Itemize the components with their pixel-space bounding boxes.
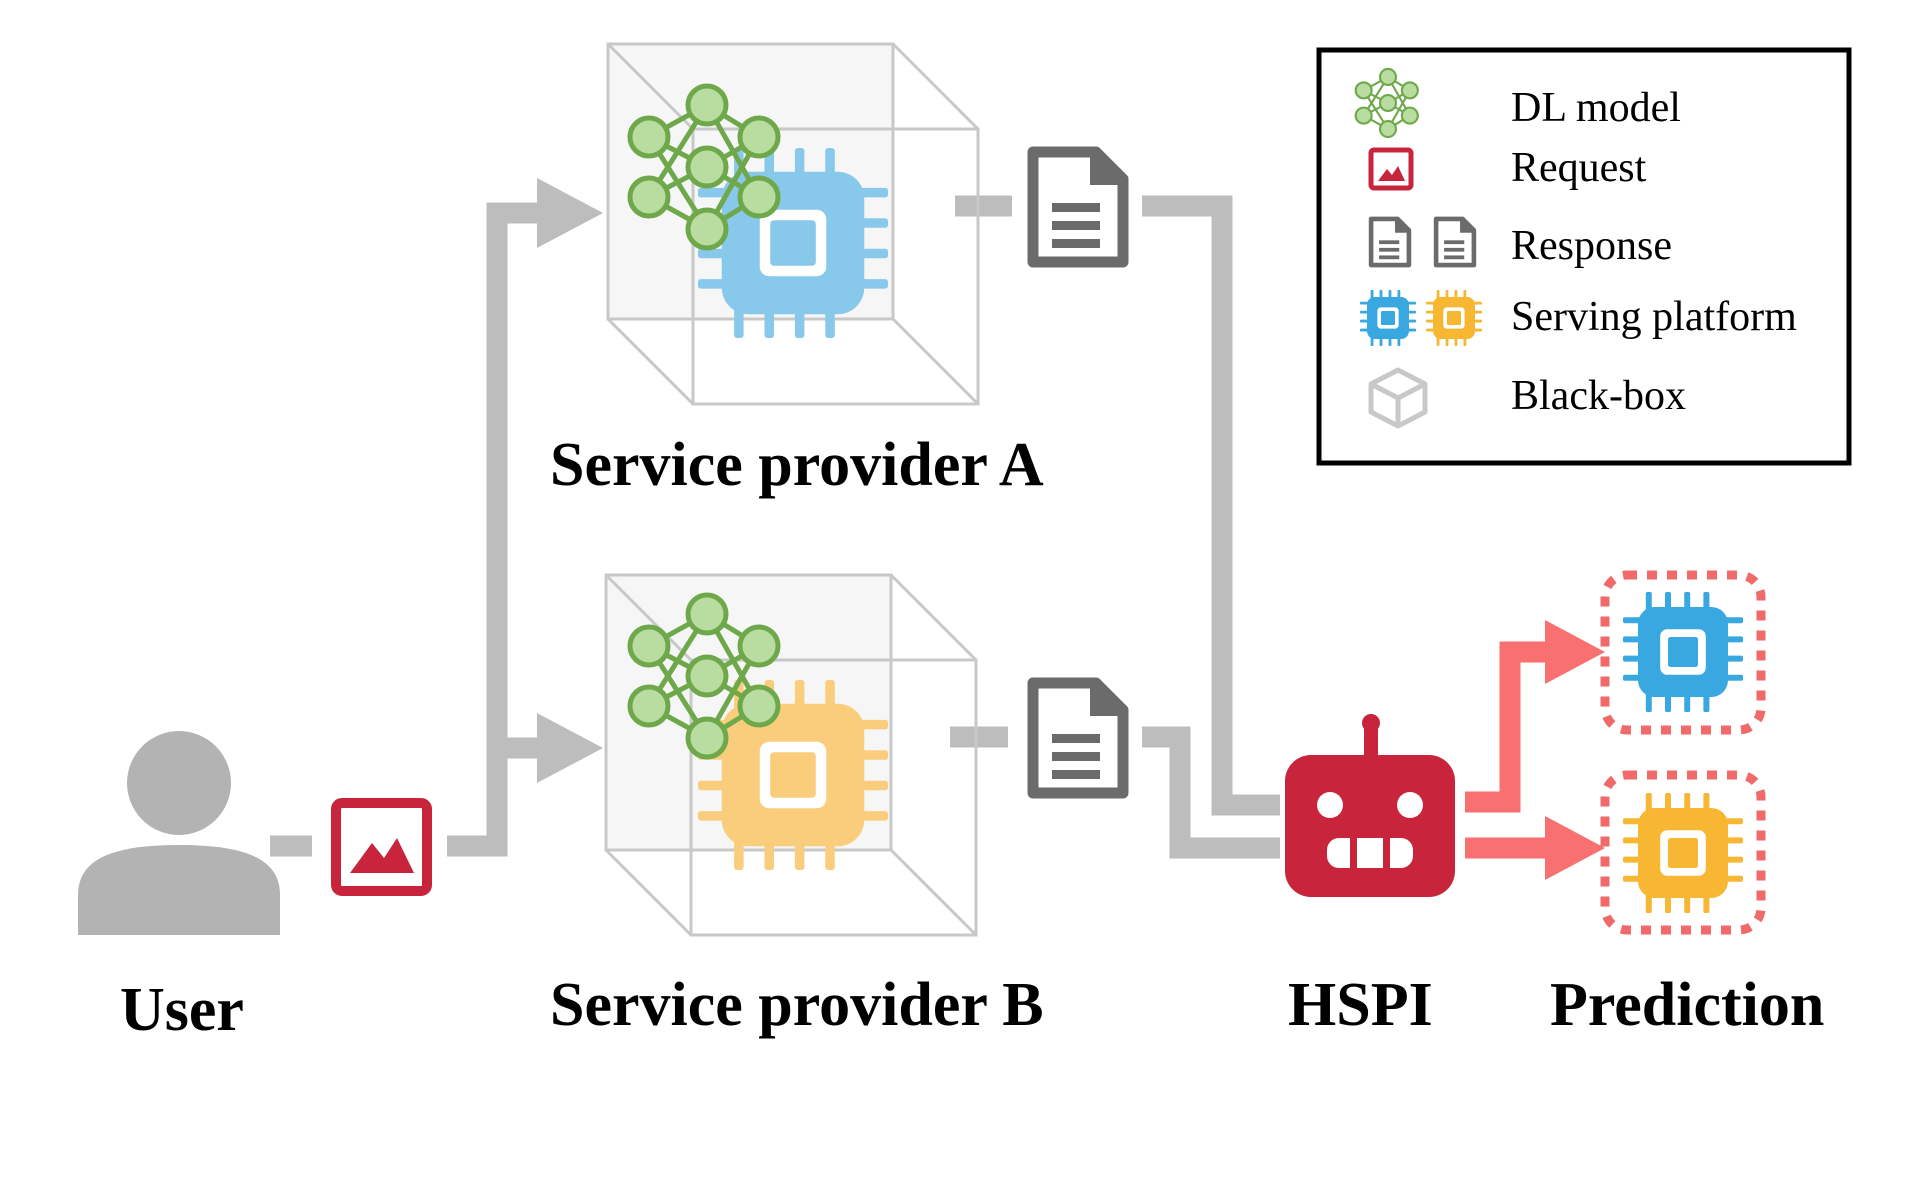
request-to-provider-a-arrow	[447, 202, 545, 857]
response-a-document-icon	[1033, 152, 1123, 262]
legend-label-request: Request	[1511, 145, 1647, 191]
service-provider-a-box	[606, 42, 980, 406]
prediction-chip-blue	[1623, 592, 1743, 712]
gray-arrowheads	[537, 178, 603, 783]
user-icon	[78, 731, 280, 935]
arrowhead-b	[537, 713, 603, 783]
legend-label-dl-model: DL model	[1511, 85, 1681, 131]
legend-label-black-box: Black-box	[1511, 373, 1686, 419]
legend-cube-icon	[1368, 367, 1428, 429]
arrowhead-a	[537, 178, 603, 248]
prediction-chip-orange	[1623, 793, 1743, 913]
prediction-frame-top	[1600, 570, 1766, 735]
legend-document-icon-2	[1436, 219, 1474, 265]
legend-label-serving-platform: Serving platform	[1511, 294, 1797, 340]
hspi-robot-icon	[1285, 714, 1455, 897]
response-b-document-icon	[1033, 683, 1123, 793]
legend-document-icon	[1371, 219, 1409, 265]
serving-platform-chip-orange	[698, 680, 888, 870]
hspi-label: HSPI	[1288, 971, 1433, 1039]
provider-b-label: Service provider B	[550, 971, 1044, 1039]
prediction-frame-bottom	[1600, 770, 1766, 935]
legend	[1316, 47, 1852, 466]
serving-platform-chip-blue	[698, 148, 888, 338]
legend-chip-orange-icon	[1426, 290, 1482, 346]
connector-lines	[270, 195, 1280, 859]
legend-label-response: Response	[1511, 223, 1672, 269]
user-label: User	[120, 976, 244, 1044]
request-image-icon	[331, 798, 432, 896]
provider-a-label: Service provider A	[550, 431, 1044, 499]
response-a-to-hspi-line	[1142, 195, 1280, 816]
legend-chip-blue-icon	[1360, 290, 1416, 346]
legend-image-icon	[1368, 147, 1414, 191]
prediction-arrows	[1465, 641, 1555, 859]
prediction-group	[1600, 570, 1766, 935]
prediction-label: Prediction	[1550, 971, 1825, 1039]
arrowhead-prediction-bottom	[1545, 816, 1605, 880]
service-provider-b-box	[604, 573, 978, 937]
arrowhead-prediction-top	[1545, 620, 1605, 684]
response-b-to-hspi-line	[1142, 726, 1280, 859]
